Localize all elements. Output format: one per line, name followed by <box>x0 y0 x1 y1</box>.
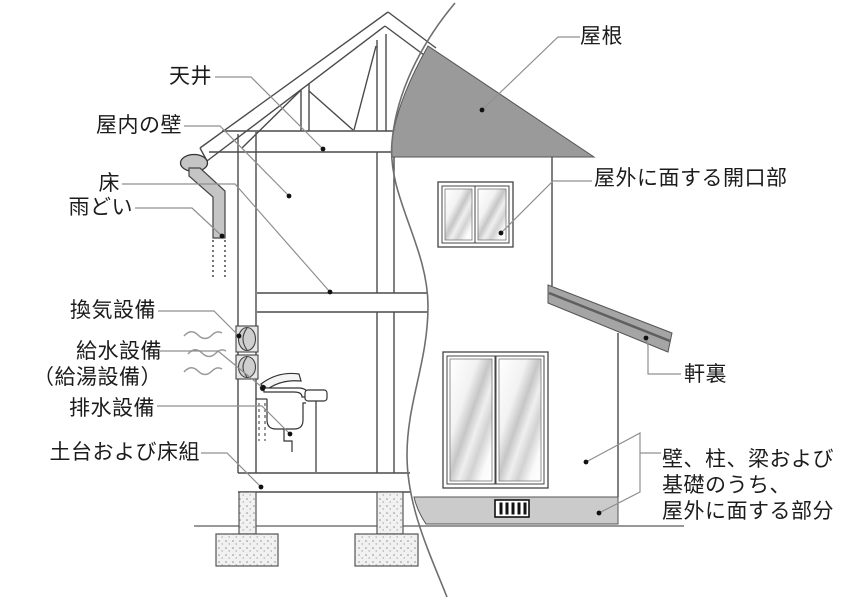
label-water-supply-line1: 給水設備 <box>76 340 162 363</box>
roof-surface <box>391 45 596 158</box>
exterior-view <box>391 45 673 525</box>
label-roof: 屋根 <box>580 25 623 48</box>
label-opening-facing-outdoors: 屋外に面する開口部 <box>594 167 788 190</box>
label-ventilation: 換気設備 <box>70 299 156 322</box>
second-floor-framing <box>257 292 428 313</box>
foundation-footings <box>215 491 419 567</box>
roof-rafters <box>199 11 437 162</box>
ventilation-units <box>235 325 259 380</box>
label-sill-and-floor-framing: 土台および床組 <box>49 441 200 464</box>
second-floor-window <box>437 181 514 248</box>
section-divider-wavy-line <box>390 2 456 598</box>
label-eaves-soffit: 軒裏 <box>684 363 727 386</box>
leader-roof <box>481 36 580 111</box>
rain-gutter-downspout <box>179 153 226 277</box>
label-water-supply: 給水設備 （給湯設備） <box>33 339 162 391</box>
leader-water-supply <box>160 350 264 389</box>
leader-drainage <box>157 405 291 435</box>
label-floor: 床 <box>98 172 120 195</box>
ceiling-joists <box>209 130 393 153</box>
label-hot-water-supply: （給湯設備） <box>33 366 162 389</box>
leader-ventilation <box>158 310 240 337</box>
leader-opening <box>500 180 592 234</box>
faucet-and-sink <box>256 372 328 472</box>
leader-lines <box>122 36 681 514</box>
leader-sill <box>201 452 262 488</box>
label-drainage: 排水設備 <box>69 397 155 420</box>
leader-floor <box>122 183 331 293</box>
leader-eaves-soffit <box>645 337 681 375</box>
label-ceiling: 天井 <box>169 65 212 88</box>
label-rain-gutter: 雨どい <box>68 196 133 219</box>
leader-rain-gutter <box>135 207 223 237</box>
label-indoor-wall: 屋内の壁 <box>96 114 182 137</box>
roof-truss <box>241 34 387 149</box>
label-exterior-parts: 壁、柱、梁および 基礎のうち、 屋外に面する部分 <box>662 447 834 525</box>
airflow-waves <box>183 331 227 376</box>
cross-section-structure <box>199 11 437 493</box>
sill-and-floor-framing <box>238 472 410 493</box>
leader-exterior-parts <box>585 431 641 514</box>
leader-dots <box>219 107 649 516</box>
leader-ceiling <box>215 76 324 150</box>
first-floor-window <box>442 351 549 489</box>
label-exterior-parts-line1: 壁、柱、梁および <box>662 448 834 471</box>
leader-indoor-wall <box>184 125 290 197</box>
foundation-vent-grill <box>494 499 530 518</box>
eaves-pent-roof <box>547 284 673 353</box>
label-exterior-parts-line2: 基礎のうち、 <box>662 474 791 497</box>
label-exterior-parts-line3: 屋外に面する部分 <box>662 500 834 523</box>
